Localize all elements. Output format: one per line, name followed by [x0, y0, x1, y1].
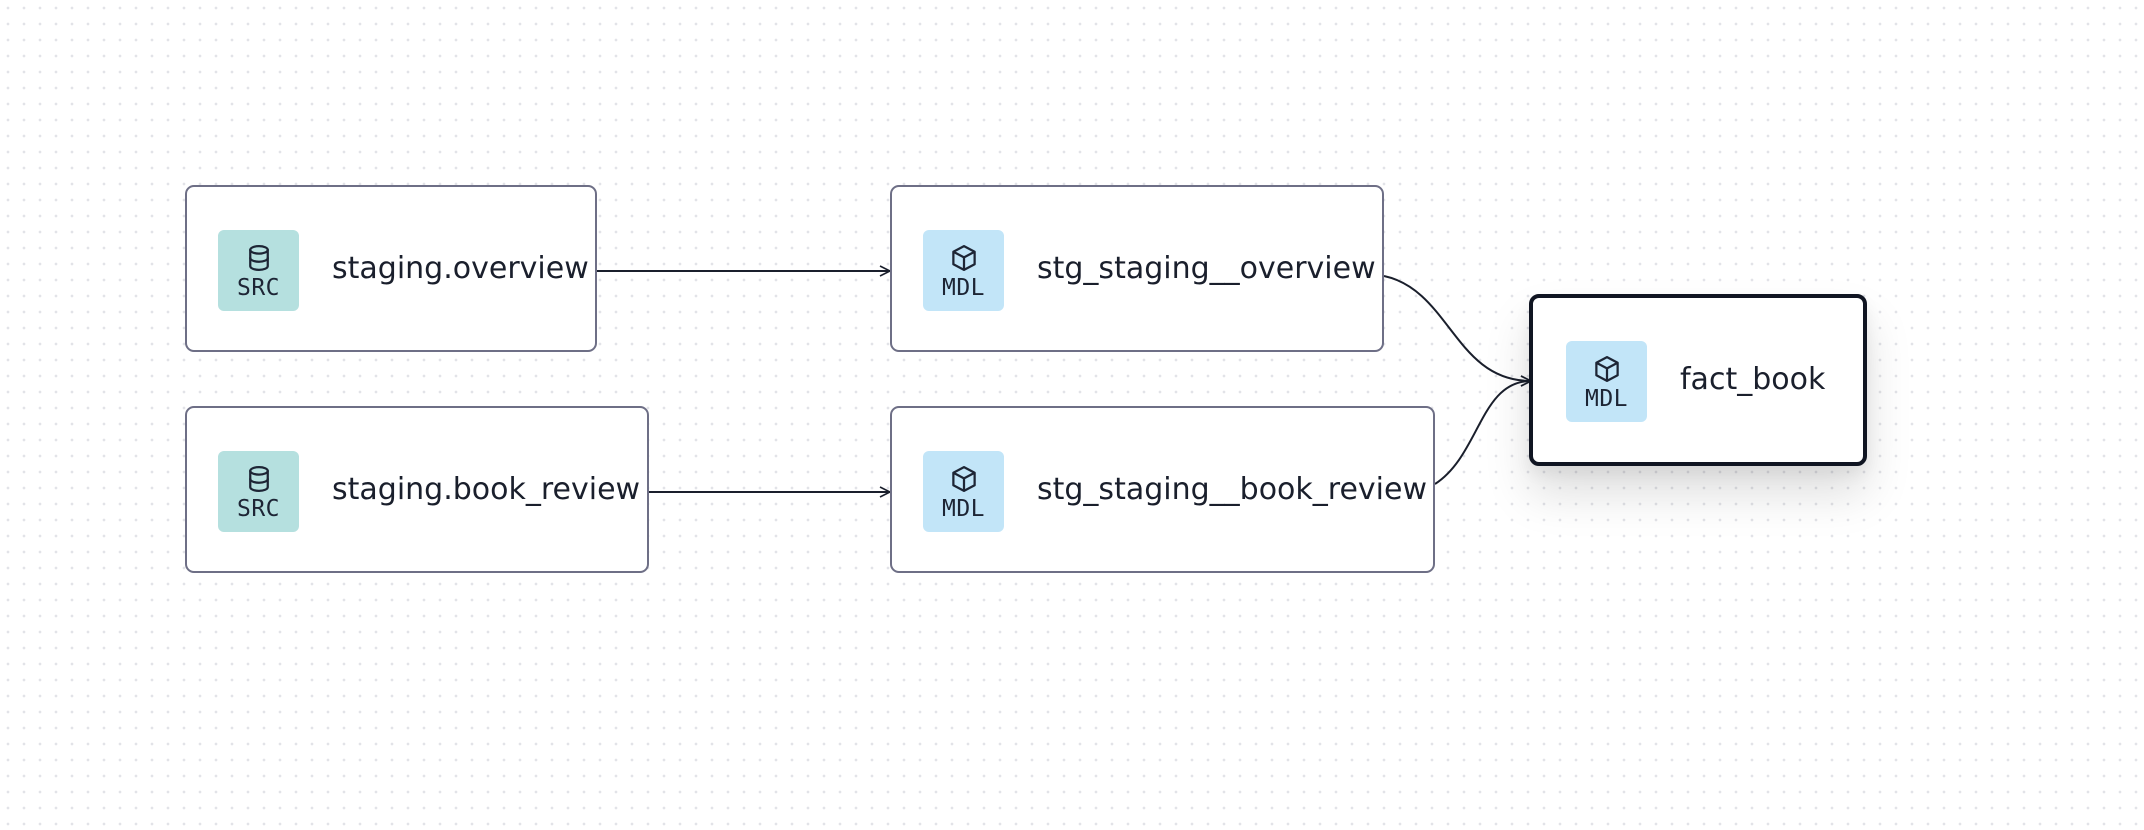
node-label: stg_staging__book_review — [1037, 471, 1427, 507]
node-label: staging.overview — [332, 250, 589, 286]
badge-type-label: MDL — [1584, 385, 1629, 412]
model-badge: MDL — [923, 230, 1004, 311]
badge-type-label: MDL — [941, 274, 986, 301]
source-badge: SRC — [218, 451, 299, 532]
model-badge: MDL — [923, 451, 1004, 532]
source-badge: SRC — [218, 230, 299, 311]
cube-icon — [951, 244, 976, 271]
model-node-fact-book[interactable]: MDL fact_book — [1529, 294, 1867, 466]
badge-type-label: SRC — [236, 495, 281, 522]
model-node-stg-staging-book-review[interactable]: MDL stg_staging__book_review — [890, 406, 1435, 573]
edge-stg-overview-to-fact-book[interactable] — [1383, 275, 1531, 381]
badge-type-label: MDL — [941, 495, 986, 522]
edge-stg-book-review-to-fact-book[interactable] — [1434, 381, 1531, 485]
cube-icon — [951, 465, 976, 492]
node-label: staging.book_review — [332, 471, 641, 507]
database-icon — [248, 465, 269, 492]
database-icon — [248, 244, 269, 271]
node-label: fact_book — [1680, 361, 1826, 397]
source-node-staging-overview[interactable]: SRC staging.overview — [185, 185, 597, 352]
badge-type-label: SRC — [236, 274, 281, 301]
model-badge: MDL — [1566, 341, 1647, 422]
node-label: stg_staging__overview — [1037, 250, 1376, 286]
source-node-staging-book-review[interactable]: SRC staging.book_review — [185, 406, 649, 573]
model-node-stg-staging-overview[interactable]: MDL stg_staging__overview — [890, 185, 1384, 352]
cube-icon — [1594, 355, 1619, 382]
